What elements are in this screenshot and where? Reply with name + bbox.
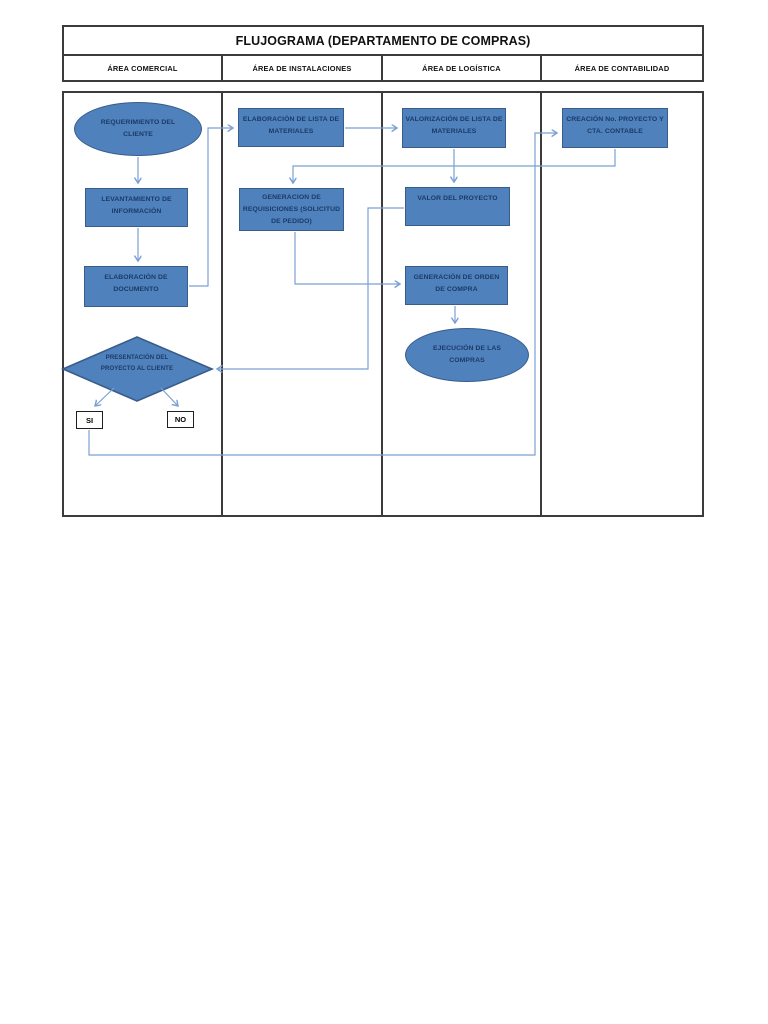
node-si-box: SI	[76, 411, 103, 429]
node-requerimiento-del-cliente: REQUERIMIENTO DEL CLIENTE	[74, 102, 202, 156]
lane-area-contabilidad	[542, 93, 702, 515]
node-label: CREACIÓN No. PROYECTO Y CTA. CONTABLE	[566, 116, 664, 135]
lane-area-instalaciones	[223, 93, 383, 515]
node-generacion-de-requisiciones: GENERACION DE REQUISICIONES (SOLICITUD D…	[239, 188, 344, 231]
lane-header-row: ÁREA COMERCIAL ÁREA DE INSTALACIONES ÁRE…	[64, 56, 702, 80]
node-elaboracion-de-documento: ELABORACIÓN DE DOCUMENTO	[84, 266, 188, 307]
node-valorizacion-lista-de-materiales: VALORIZACIÓN DE LISTA DE MATERIALES	[402, 108, 506, 148]
node-no-box: NO	[167, 411, 194, 428]
node-valor-del-proyecto: VALOR DEL PROYECTO	[405, 187, 510, 226]
node-creacion-proyecto-cta-contable: CREACIÓN No. PROYECTO Y CTA. CONTABLE	[562, 108, 668, 148]
node-label: REQUERIMIENTO DEL CLIENTE	[100, 119, 176, 138]
node-label: EJECUCIÓN DE LAS COMPRAS	[432, 345, 502, 364]
node-presentacion-del-proyecto-label: PRESENTACIÓN DEL PROYECTO AL CLIENTE	[100, 355, 174, 372]
node-label: ELABORACIÓN DE LISTA DE MATERIALES	[242, 116, 340, 135]
column-header-area-contabilidad: ÁREA DE CONTABILIDAD	[574, 63, 670, 73]
node-generacion-orden-de-compra: GENERACIÓN DE ORDEN DE COMPRA	[405, 266, 508, 305]
node-levantamiento-de-informacion: LEVANTAMIENTO DE INFORMACIÓN	[85, 188, 188, 227]
node-label: GENERACION DE REQUISICIONES (SOLICITUD D…	[242, 194, 341, 225]
node-label: VALORIZACIÓN DE LISTA DE MATERIALES	[405, 116, 503, 135]
node-label: LEVANTAMIENTO DE INFORMACIÓN	[101, 196, 172, 215]
column-header-area-logistica: ÁREA DE LOGÍSTICA	[383, 56, 542, 80]
column-header-area-instalaciones: ÁREA DE INSTALACIONES	[223, 56, 383, 80]
page-title: FLUJOGRAMA (DEPARTAMENTO DE COMPRAS)	[64, 27, 702, 56]
node-ejecucion-de-las-compras: EJECUCIÓN DE LAS COMPRAS	[405, 328, 529, 382]
node-label: GENERACIÓN DE ORDEN DE COMPRA	[413, 274, 500, 293]
node-elaboracion-lista-de-materiales: ELABORACIÓN DE LISTA DE MATERIALES	[238, 108, 344, 147]
column-header-area-comercial: ÁREA COMERCIAL	[64, 56, 223, 80]
node-label: VALOR DEL PROYECTO	[417, 195, 498, 202]
flowchart-header-table: FLUJOGRAMA (DEPARTAMENTO DE COMPRAS) ÁRE…	[62, 25, 704, 82]
node-label: ELABORACIÓN DE DOCUMENTO	[104, 274, 168, 293]
